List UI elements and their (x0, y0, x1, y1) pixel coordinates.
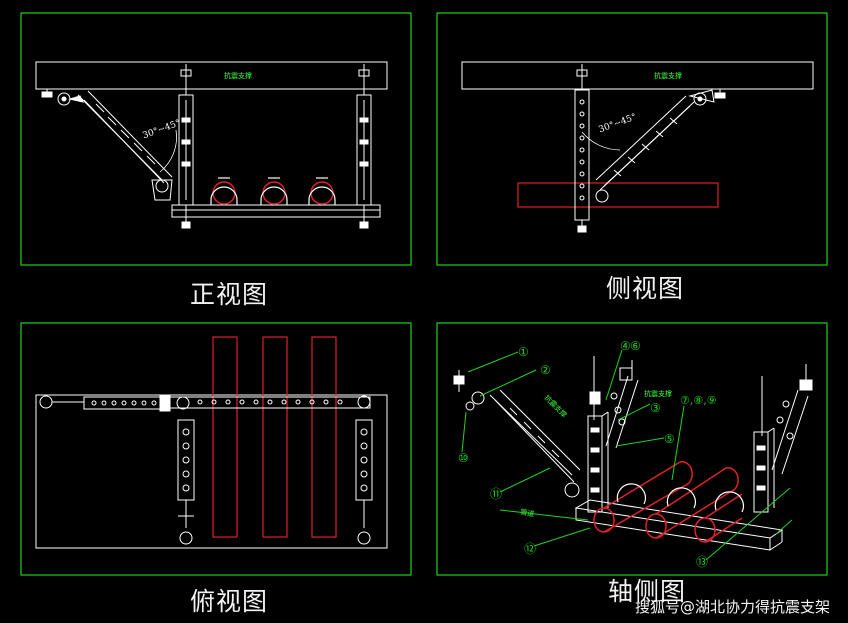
side-view-frame (436, 12, 828, 266)
iso-view-title: 轴侧图 (608, 577, 686, 606)
top-outline (35, 394, 388, 549)
front-left-anchor (41, 89, 84, 106)
callout-5: ⑤ (664, 432, 675, 446)
iso-center-hanger (587, 356, 609, 513)
front-ceiling-beam (35, 61, 388, 90)
iso-callouts: ① ② ③ ④ ⑤ ⑥ ⑦,⑧,⑨ ⑩ ⑪ ⑫ ⑬ (458, 339, 717, 569)
callout-2: ② (540, 363, 551, 377)
top-right-hanger (355, 419, 373, 545)
front-view-title: 正视图 (190, 280, 268, 309)
side-vertical-hanger (574, 64, 590, 233)
callout-4: ④ (620, 339, 631, 353)
front-diagonal-brace (77, 90, 173, 201)
iso-view-frame (436, 322, 828, 576)
iso-leaders (461, 349, 793, 561)
side-view-title: 侧视图 (606, 274, 684, 303)
side-pipe (517, 182, 719, 208)
iso-cross-channel (574, 499, 784, 551)
side-beam-label: 抗震支撑 (654, 71, 682, 80)
front-cross-channel (171, 204, 381, 218)
callout-7-8-9: ⑦,⑧,⑨ (680, 394, 717, 407)
iso-pipes (593, 461, 743, 543)
callout-1: ① (518, 345, 529, 359)
iso-brace-label-2: 抗震支撑 (644, 389, 672, 398)
top-view-title: 俯视图 (190, 587, 268, 616)
front-pipes (210, 177, 336, 205)
top-pipe-3 (311, 336, 337, 538)
top-pipe-1 (212, 336, 238, 538)
callout-12: ⑫ (524, 542, 536, 556)
side-ceiling-beam (461, 61, 814, 90)
iso-center-diagonal (605, 360, 639, 449)
top-view-frame (20, 322, 412, 576)
callout-3: ③ (650, 401, 661, 415)
top-left-hanger (177, 419, 195, 545)
front-angle-arc (159, 129, 177, 173)
iso-clamps (616, 483, 744, 513)
side-angle-arc (581, 131, 621, 151)
iso-right-brace (771, 389, 809, 475)
callout-11: ⑪ (490, 487, 502, 501)
iso-right-hanger (753, 364, 813, 513)
callout-6: ⑥ (630, 339, 641, 353)
front-left-hanger (178, 64, 194, 229)
iso-left-brace (489, 389, 581, 498)
watermark: 搜狐号@湖北协力得抗震支架 (635, 598, 830, 616)
callout-10: ⑩ (458, 451, 469, 465)
iso-left-anchor (453, 370, 485, 411)
top-view (20, 322, 412, 576)
front-view-frame (20, 12, 412, 266)
front-beam-label: 抗震支撑 (224, 71, 252, 80)
side-diagonal-brace (595, 89, 726, 203)
top-pipe-2 (262, 336, 288, 538)
iso-view: 抗震支撑 抗震支撑 管道 ① ② ③ ④ ⑤ ⑥ ⑦,⑧,⑨ ⑩ (436, 322, 828, 576)
callout-13: ⑬ (696, 555, 708, 569)
front-view: 抗震支撑 30°~45° (20, 12, 412, 266)
top-horizontal-brace (39, 394, 371, 412)
